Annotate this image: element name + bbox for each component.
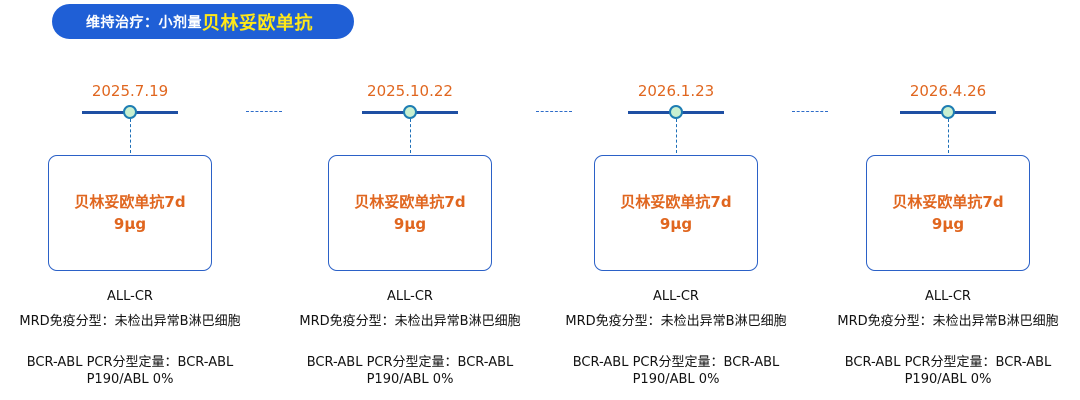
timeline-connector <box>536 111 572 112</box>
status-text: ALL-CR <box>387 289 433 304</box>
timeline-node-3: 2026.1.23 贝林妥欧单抗7d 9μg ALL-CR MRD免疫分型：未检… <box>556 82 796 392</box>
timeline-dot <box>941 105 955 119</box>
timeline-node-2: 2025.10.22 贝林妥欧单抗7d 9μg ALL-CR MRD免疫分型：未… <box>290 82 530 392</box>
node-date: 2025.10.22 <box>367 82 453 100</box>
card-dose: 9μg <box>113 215 147 233</box>
dashed-stem <box>948 119 949 153</box>
card-drug: 贝林妥欧单抗7d <box>620 193 732 211</box>
dashed-stem <box>676 119 677 153</box>
dose-card: 贝林妥欧单抗7d 9μg <box>328 155 492 271</box>
dose-card: 贝林妥欧单抗7d 9μg <box>594 155 758 271</box>
timeline-connector <box>246 111 282 112</box>
node-date: 2026.1.23 <box>637 82 715 100</box>
node-date: 2025.7.19 <box>91 82 169 100</box>
card-dose: 9μg <box>931 215 965 233</box>
mrd-text: MRD免疫分型：未检出异常B淋巴细胞 <box>565 314 787 329</box>
header-drug-name: 贝林妥欧单抗 <box>202 12 313 34</box>
header-prefix: 维持治疗：小剂量 <box>86 14 202 31</box>
bcr-text: BCR-ABL PCR分型定量：BCR-ABL P190/ABL 0% <box>26 355 234 387</box>
status-text: ALL-CR <box>925 289 971 304</box>
section-header: 维持治疗：小剂量 贝林妥欧单抗 <box>52 4 354 39</box>
card-dose: 9μg <box>393 215 427 233</box>
card-drug: 贝林妥欧单抗7d <box>74 193 186 211</box>
timeline-node-4: 2026.4.26 贝林妥欧单抗7d 9μg ALL-CR MRD免疫分型：未检… <box>828 82 1068 392</box>
card-dose: 9μg <box>659 215 693 233</box>
mrd-text: MRD免疫分型：未检出异常B淋巴细胞 <box>299 314 521 329</box>
timeline-node-1: 2025.7.19 贝林妥欧单抗7d 9μg ALL-CR MRD免疫分型：未检… <box>10 82 250 392</box>
mrd-text: MRD免疫分型：未检出异常B淋巴细胞 <box>19 314 241 329</box>
timeline-dot <box>669 105 683 119</box>
mrd-text: MRD免疫分型：未检出异常B淋巴细胞 <box>837 314 1059 329</box>
timeline-dot <box>123 105 137 119</box>
timeline-connector <box>792 111 828 112</box>
card-drug: 贝林妥欧单抗7d <box>354 193 466 211</box>
status-text: ALL-CR <box>653 289 699 304</box>
bcr-text: BCR-ABL PCR分型定量：BCR-ABL P190/ABL 0% <box>572 355 780 387</box>
dashed-stem <box>130 119 131 153</box>
node-date: 2026.4.26 <box>909 82 987 100</box>
dose-card: 贝林妥欧单抗7d 9μg <box>866 155 1030 271</box>
bcr-text: BCR-ABL PCR分型定量：BCR-ABL P190/ABL 0% <box>844 355 1052 387</box>
timeline-dot <box>403 105 417 119</box>
status-text: ALL-CR <box>107 289 153 304</box>
dashed-stem <box>410 119 411 153</box>
card-drug: 贝林妥欧单抗7d <box>892 193 1004 211</box>
bcr-text: BCR-ABL PCR分型定量：BCR-ABL P190/ABL 0% <box>306 355 514 387</box>
dose-card: 贝林妥欧单抗7d 9μg <box>48 155 212 271</box>
